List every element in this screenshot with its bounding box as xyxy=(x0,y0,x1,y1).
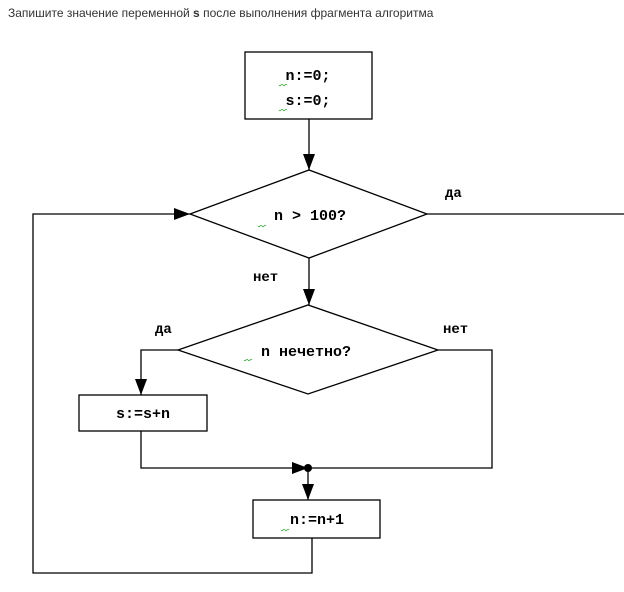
cond1-text: n > 100? xyxy=(274,208,346,225)
spellcheck-underline xyxy=(278,108,288,112)
question-variable: s xyxy=(193,6,200,20)
cond2-text: n нечетно? xyxy=(261,344,351,361)
line-no-to-merge xyxy=(308,349,493,469)
inc-text: n:=n+1 xyxy=(290,512,344,529)
add-text: s:=s+n xyxy=(116,406,170,423)
add-block xyxy=(78,394,208,432)
spellcheck-underline xyxy=(280,528,290,532)
question-part: после выполнения фрагмента алгоритма xyxy=(199,6,434,20)
arrow-add-to-merge xyxy=(140,431,308,474)
init-line-2: s:=0; xyxy=(285,93,330,110)
question-text: Запишите значение переменной s после вып… xyxy=(8,6,433,20)
increment-block xyxy=(252,499,381,539)
loop-back-arrow xyxy=(32,208,313,574)
spellcheck-underline xyxy=(243,358,253,362)
cond2-no-label: нет xyxy=(443,322,468,338)
init-line-1: n:=0; xyxy=(285,68,330,85)
question-part: Запишите значение переменной xyxy=(8,6,194,20)
cond2-yes-label: да xyxy=(155,322,172,338)
init-block xyxy=(244,51,373,120)
cond1-yes-label: да xyxy=(445,186,462,202)
arrow-yes-to-add xyxy=(135,349,178,395)
spellcheck-underline xyxy=(278,83,288,87)
spellcheck-underline xyxy=(257,224,267,228)
cond1-no-label: нет xyxy=(253,270,278,286)
